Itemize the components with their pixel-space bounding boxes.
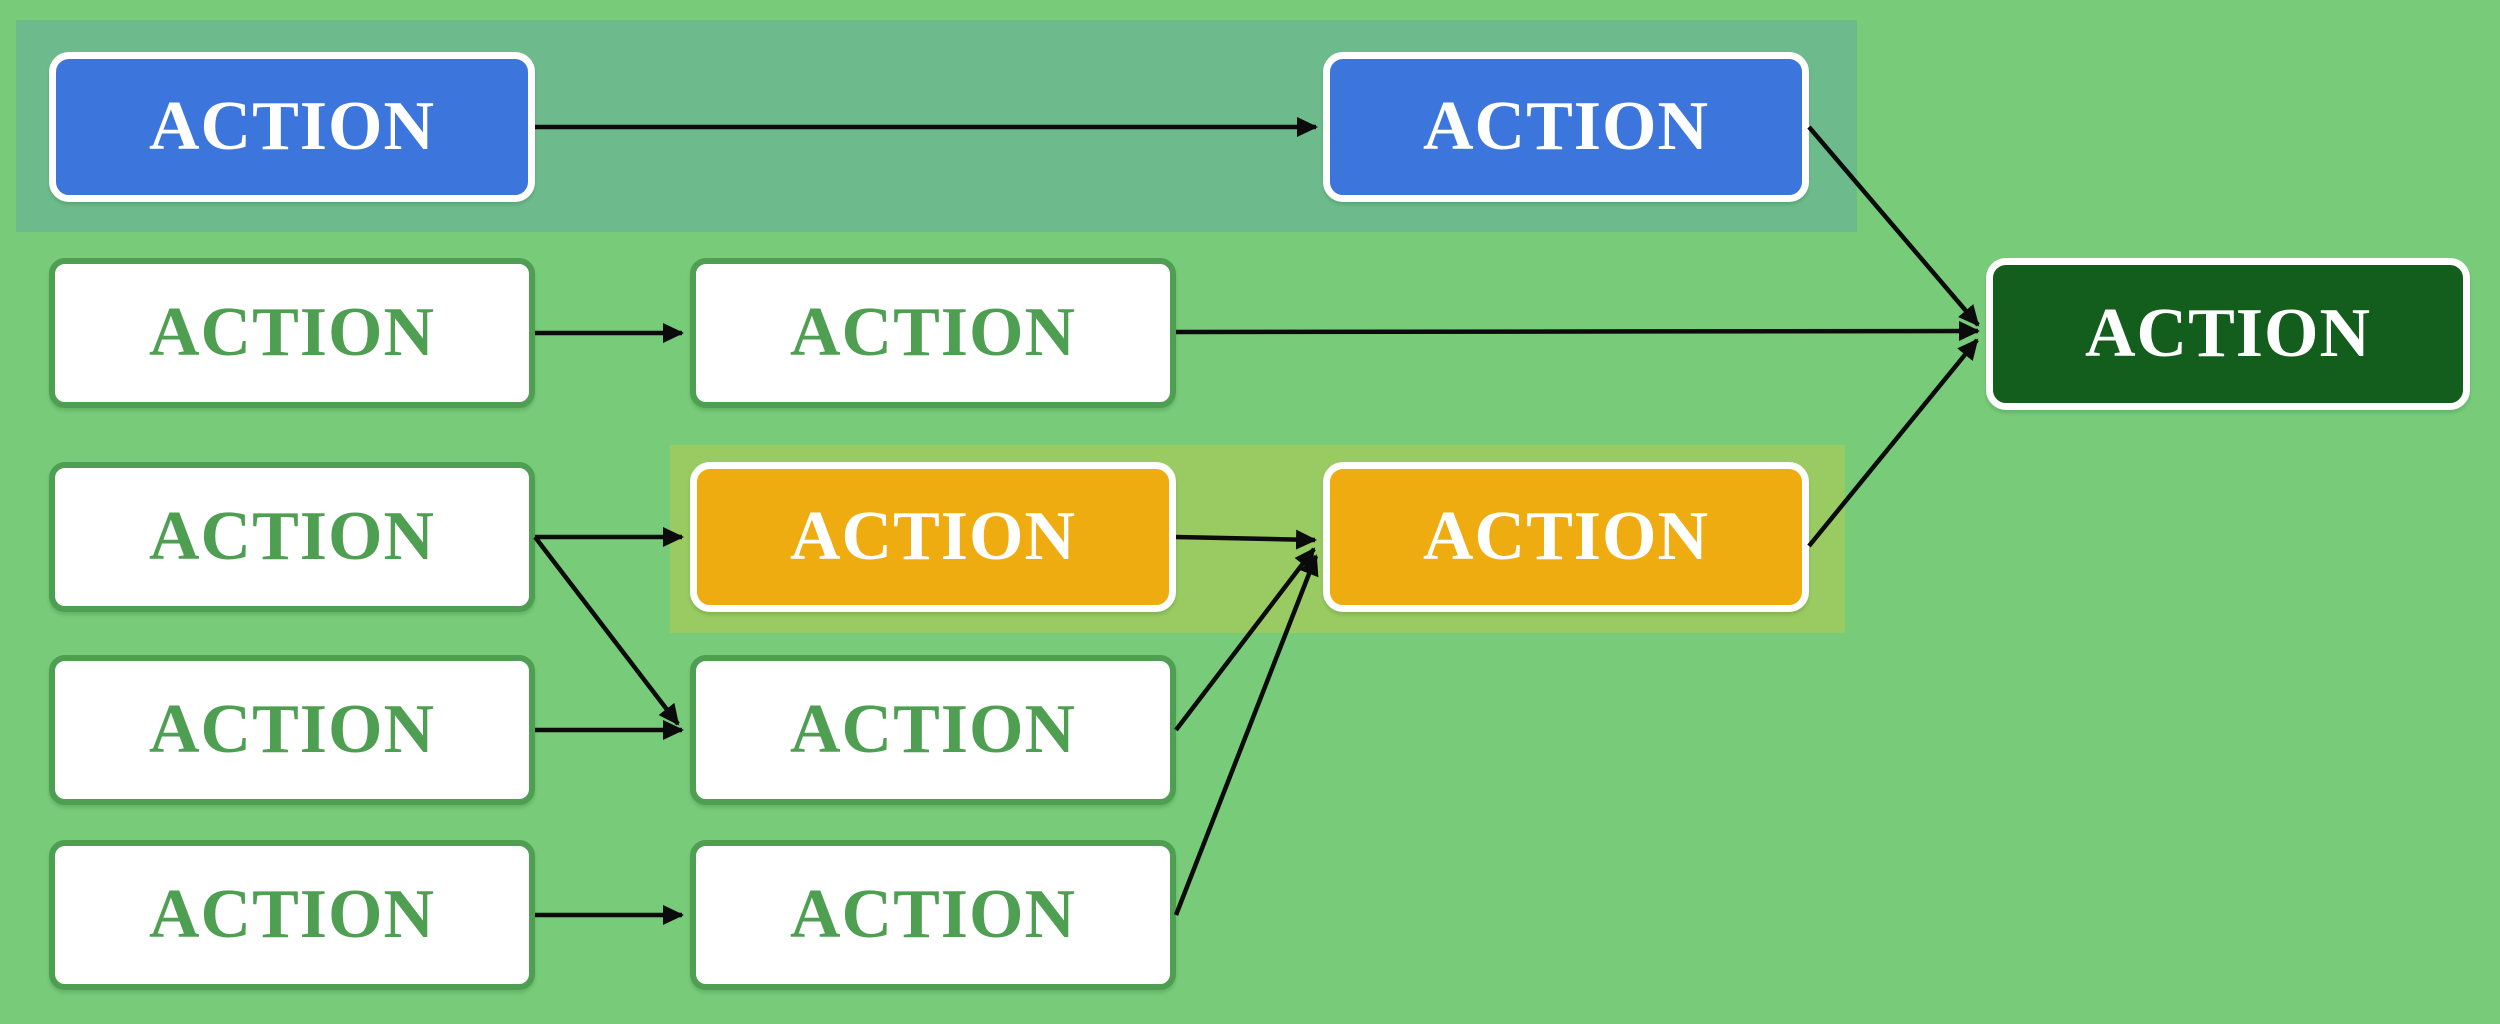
- action-node-label: ACTION: [148, 88, 436, 165]
- action-node-label: ACTION: [789, 691, 1077, 768]
- action-node-white-4[interactable]: ACTION: [49, 655, 535, 805]
- action-node-white-7[interactable]: ACTION: [690, 840, 1176, 990]
- action-node-final[interactable]: ACTION: [1986, 258, 2470, 410]
- action-node-white-3[interactable]: ACTION: [49, 462, 535, 612]
- action-node-white-5[interactable]: ACTION: [690, 655, 1176, 805]
- action-node-label: ACTION: [148, 498, 436, 575]
- action-node-white-6[interactable]: ACTION: [49, 840, 535, 990]
- action-node-label: ACTION: [789, 294, 1077, 371]
- action-node-label: ACTION: [148, 876, 436, 953]
- action-node-orange-1[interactable]: ACTION: [690, 462, 1176, 612]
- action-node-label: ACTION: [789, 876, 1077, 953]
- edge-white3-white5: [533, 535, 680, 726]
- edge-white2-final: [1175, 321, 1980, 342]
- action-node-label: ACTION: [2084, 295, 2372, 372]
- action-node-label: ACTION: [1422, 498, 1710, 575]
- action-node-label: ACTION: [148, 691, 436, 768]
- action-node-orange-2[interactable]: ACTION: [1323, 462, 1809, 612]
- action-node-label: ACTION: [148, 294, 436, 371]
- action-node-blue-1[interactable]: ACTION: [49, 52, 535, 202]
- action-node-white-2[interactable]: ACTION: [690, 258, 1176, 408]
- action-node-blue-2[interactable]: ACTION: [1323, 52, 1809, 202]
- action-node-white-1[interactable]: ACTION: [49, 258, 535, 408]
- action-node-label: ACTION: [789, 498, 1077, 575]
- action-node-label: ACTION: [1422, 88, 1710, 165]
